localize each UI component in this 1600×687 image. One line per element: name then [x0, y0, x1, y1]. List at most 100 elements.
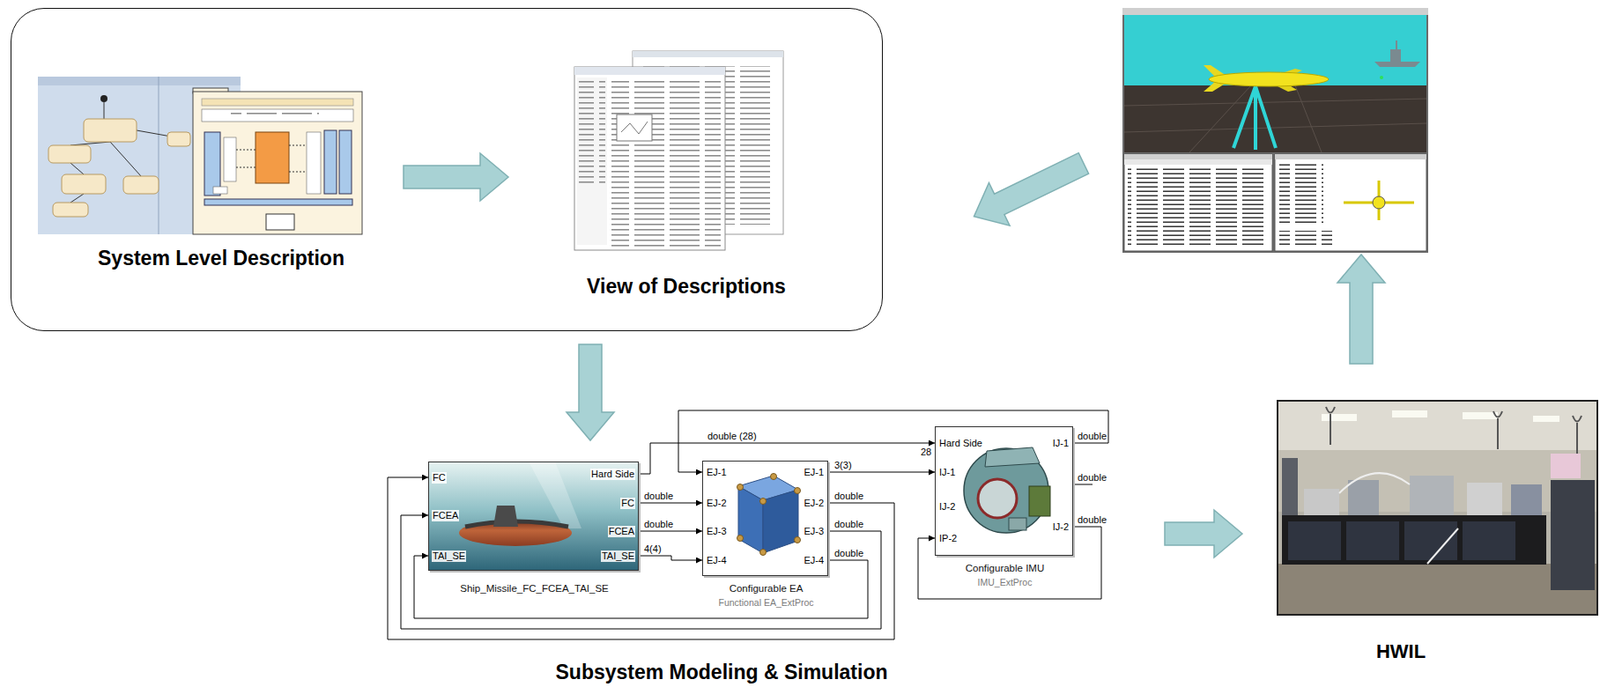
system-level-picture [123, 176, 159, 194]
imu-block-picture [977, 479, 1017, 519]
simulation-screenshot [1208, 72, 1329, 87]
signal-wire [678, 410, 1109, 473]
lab-photo [1462, 412, 1498, 420]
imu-block-picture [985, 447, 1040, 467]
signal-wire [414, 555, 868, 619]
simulation-screenshot [1372, 196, 1386, 209]
system-level-picture [266, 214, 295, 230]
block-arrow [1337, 254, 1386, 364]
system-level-picture [204, 199, 353, 206]
simulation-screenshot [1124, 159, 1273, 165]
port-label: FCEA [431, 510, 460, 522]
block-arrow [566, 344, 615, 441]
system-level-picture [100, 95, 108, 103]
lab-photo [1281, 515, 1547, 565]
picture-node: View of Descriptions [558, 51, 815, 309]
block-name: Configurable IMU [965, 562, 1045, 575]
ea-block-picture [762, 489, 799, 554]
ship-block-picture [428, 461, 639, 571]
system-level-picture [37, 76, 363, 235]
system-level-picture [52, 202, 89, 217]
simulation-screenshot [1274, 154, 1427, 160]
system-level-picture [201, 98, 354, 106]
system-level-picture [213, 186, 228, 194]
simulation-screenshot [1124, 85, 1427, 153]
lab-photo [1277, 400, 1598, 615]
signal-label: double [833, 548, 865, 560]
system-level-picture [61, 174, 106, 194]
simulink-block: EJ-1EJ-2EJ-3EJ-4EJ-1EJ-2EJ-3EJ-4Configur… [702, 460, 829, 577]
simulation-screenshot [1279, 163, 1324, 226]
lab-photo [1321, 414, 1357, 422]
signal-wire [638, 503, 703, 504]
port-label: Hard Side [938, 437, 984, 450]
lab-photo [1346, 521, 1400, 561]
lab-photo [1511, 484, 1542, 516]
ea-block-picture [737, 474, 801, 556]
simulation-screenshot [1124, 154, 1273, 160]
simulation-screenshot [1390, 49, 1401, 62]
port-label: IJ-1 [938, 466, 956, 479]
caption: HWIL [1376, 640, 1426, 664]
ea-block-picture [794, 488, 801, 495]
lab-photo [1409, 475, 1454, 516]
documents-picture [578, 81, 606, 187]
signal-label: double [643, 518, 675, 531]
signal-wire [638, 555, 703, 561]
screenshot-node [1122, 7, 1429, 253]
system-level-picture [158, 76, 160, 235]
port-label: IJ-2 [938, 501, 956, 513]
lab-photo [1277, 400, 1598, 615]
port-label: FC [431, 472, 447, 484]
ea-block-picture [760, 549, 767, 556]
port-label: EJ-1 [705, 466, 728, 479]
port-label: EJ-3 [705, 525, 728, 538]
port-label: TAI_SE [600, 550, 636, 563]
lab-photo [1339, 473, 1459, 564]
system-level-picture [324, 130, 337, 194]
signal-label: double [833, 490, 865, 503]
lab-photo [1348, 480, 1379, 516]
signal-wire [828, 472, 935, 474]
port-label: TAI_SE [431, 550, 467, 563]
port-label: FC [620, 497, 636, 510]
simulation-screenshot [1127, 167, 1269, 247]
lab-photo [1392, 410, 1428, 418]
port-label: EJ-4 [705, 555, 728, 567]
simulation-screenshot [1233, 86, 1276, 150]
signal-label: double (28) [706, 430, 758, 443]
ea-block-picture [737, 484, 744, 491]
documents-picture [611, 81, 721, 247]
ship-block-picture [493, 505, 519, 527]
ea-block-picture [702, 460, 829, 577]
system-level-picture [201, 109, 354, 122]
simulation-screenshot [1379, 75, 1384, 80]
port-label: IP-2 [938, 533, 958, 545]
simulation-screenshot [1374, 61, 1421, 67]
block-subname: Functional EA_ExtProc [718, 597, 815, 609]
block-arrow [403, 153, 509, 201]
lab-photo [1550, 480, 1595, 591]
ea-block-picture [770, 474, 778, 481]
signal-wire [918, 526, 1102, 600]
port-label: EJ-3 [802, 525, 825, 538]
port-label: EJ-1 [802, 466, 825, 479]
documents-picture [616, 114, 652, 141]
signal-wire [638, 531, 703, 533]
port-label: EJ-2 [802, 497, 825, 510]
system-level-picture [37, 76, 241, 86]
signal-wire [638, 443, 935, 475]
documents-picture [574, 66, 726, 251]
lab-photo [1466, 482, 1503, 516]
system-level-picture [192, 91, 363, 235]
simulink-block: FCFCEATAI_SEHard SideFCFCEATAI_SEShip_Mi… [428, 461, 639, 571]
system-level-picture [83, 118, 137, 142]
ea-block-picture [702, 460, 829, 577]
lab-photo [1281, 458, 1298, 520]
lab-photo [1404, 521, 1458, 561]
documents-picture [574, 66, 726, 75]
signal-label: double [833, 518, 865, 531]
lab-photo [1278, 563, 1597, 615]
simulation-screenshot [1122, 7, 1429, 253]
